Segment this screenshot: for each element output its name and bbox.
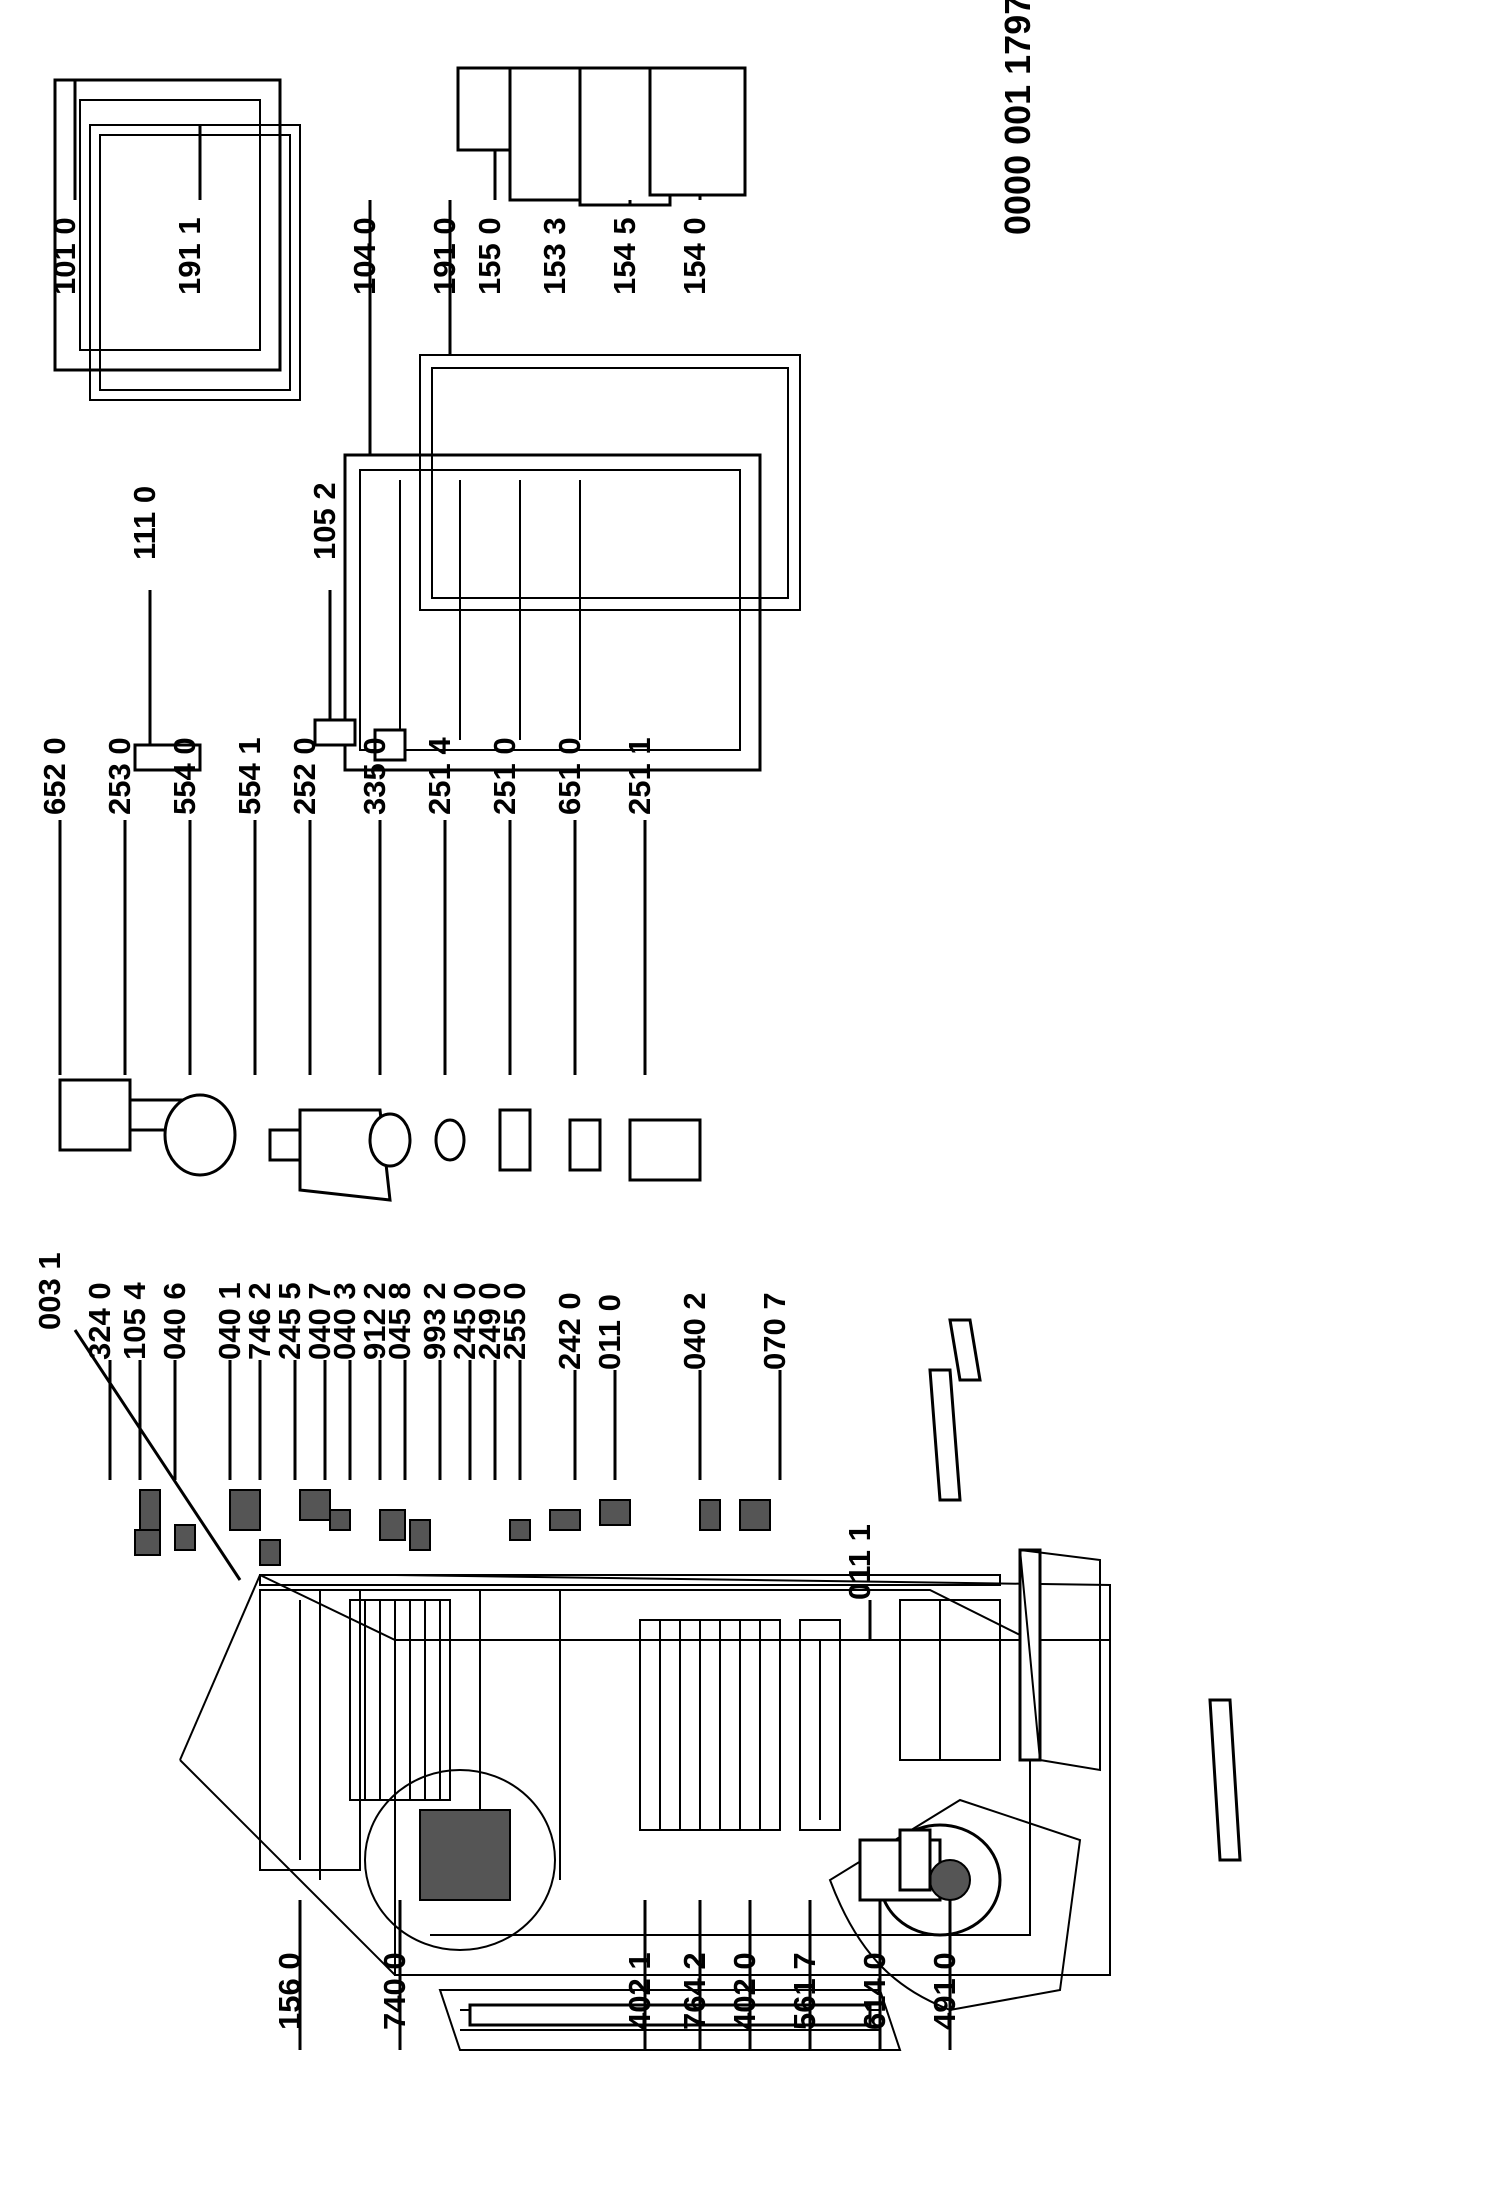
center-column-parts xyxy=(58,1078,702,1202)
part-label: 154 5 xyxy=(607,217,642,295)
relay-box-part xyxy=(628,1118,702,1182)
part-label: 105 4 xyxy=(117,1282,152,1360)
part-label: 245 5 xyxy=(272,1282,307,1360)
part-label: 040 2 xyxy=(677,1292,712,1370)
part-label: 156 0 xyxy=(272,1952,307,2030)
control-panel xyxy=(259,1589,361,1871)
part-label: 746 2 xyxy=(242,1282,277,1360)
part-label: 252 0 xyxy=(287,737,322,815)
part-label: 011 1 xyxy=(842,1524,877,1600)
part-label: 191 1 xyxy=(172,217,207,295)
small-hardware xyxy=(134,1489,771,1566)
part-label: 491 0 xyxy=(927,1952,962,2030)
document-id: 0000 001 17974 xyxy=(997,0,1038,235)
part-label: 003 1 xyxy=(32,1252,67,1330)
part-label: 011 0 xyxy=(592,1294,627,1370)
part-label: 040 3 xyxy=(327,1282,362,1360)
part-label: 251 1 xyxy=(622,737,657,815)
part-label: 324 0 xyxy=(82,1282,117,1360)
thermostat-part xyxy=(58,1078,132,1152)
egg-tray xyxy=(456,66,512,152)
cabinet-body xyxy=(179,1574,1111,1976)
part-label: 249 0 xyxy=(472,1282,507,1360)
fan-ring-part xyxy=(163,1093,237,1177)
glass-shelf xyxy=(799,1619,841,1831)
part-label: 105 2 xyxy=(307,482,342,560)
lower-grid-shelves xyxy=(639,1619,781,1831)
light-cover-part xyxy=(498,1108,532,1172)
door-shelf-1540 xyxy=(648,66,747,197)
part-label: 651 0 xyxy=(552,737,587,815)
part-label: 255 0 xyxy=(497,1282,532,1360)
part-label: 912 2 xyxy=(357,1282,392,1360)
air-vent-detail xyxy=(364,1769,556,1951)
part-label: 245 0 xyxy=(447,1282,482,1360)
part-label: 101 0 xyxy=(47,217,82,295)
part-label: 253 0 xyxy=(102,737,137,815)
part-label: 993 2 xyxy=(417,1282,452,1360)
upper-door xyxy=(53,78,282,372)
part-label: 045 8 xyxy=(382,1282,417,1360)
part-label: 402 1 xyxy=(622,1952,657,2030)
control-housing-part xyxy=(298,1108,392,1202)
sensor-part xyxy=(568,1118,602,1172)
upper-door-gasket xyxy=(89,124,301,401)
knob-part xyxy=(368,1112,412,1168)
part-label: 554 1 xyxy=(232,737,267,815)
part-label: 040 7 xyxy=(302,1282,337,1360)
clip-part xyxy=(268,1128,302,1162)
part-label: 402 0 xyxy=(727,1952,762,2030)
part-label: 154 0 xyxy=(677,217,712,295)
part-label: 111 0 xyxy=(127,486,162,560)
part-label: 040 1 xyxy=(212,1282,247,1360)
part-label: 614 0 xyxy=(857,1952,892,2030)
part-label: 740 0 xyxy=(377,1952,412,2030)
drain-pipe xyxy=(898,1828,932,1892)
door-shelf-1545 xyxy=(578,66,672,207)
part-label: 652 0 xyxy=(37,737,72,815)
part-label: 335 0 xyxy=(357,737,392,815)
part-label: 104 0 xyxy=(347,217,382,295)
bottom-kick-plate xyxy=(1018,1548,1101,1772)
leader-lines xyxy=(58,80,952,2050)
upper-grid-shelf xyxy=(349,1599,451,1801)
part-label: 561 7 xyxy=(787,1952,822,2030)
lower-hinge-rail xyxy=(1208,1698,1242,1862)
bulb-part xyxy=(434,1118,466,1162)
part-label: 554 0 xyxy=(167,737,202,815)
part-label: 040 6 xyxy=(157,1282,192,1360)
crisper-drawer xyxy=(899,1599,1001,1761)
part-label: 242 0 xyxy=(552,1292,587,1370)
lower-door-gasket xyxy=(419,354,801,611)
part-label: 191 0 xyxy=(427,217,462,295)
part-label: 070 7 xyxy=(757,1292,792,1370)
door-hinge-parts xyxy=(133,718,407,772)
lower-door xyxy=(343,453,762,772)
part-label: 153 3 xyxy=(537,217,572,295)
part-label: 251 4 xyxy=(422,737,457,815)
bottom-vent-grille xyxy=(438,1989,902,2051)
upper-hinge-rail xyxy=(928,1318,982,1502)
part-label: 251 0 xyxy=(487,737,522,815)
part-label: 155 0 xyxy=(472,217,507,295)
part-label: 764 2 xyxy=(677,1952,712,2030)
